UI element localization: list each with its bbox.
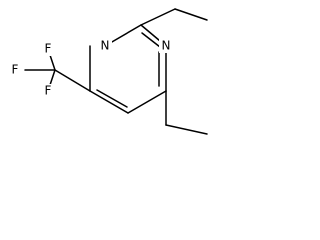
nitrogen-label-n1: N [101,39,110,53]
bond-c5-c6 [89,90,129,114]
atom-labels: N N F F F [8,39,173,98]
bond-c6-cf3-c [54,69,91,92]
bond-methoxy-o-ch3-lower [165,124,208,135]
bond-c4-c5 [127,90,167,114]
fluorine-label-2: F [12,63,19,77]
molecule-structure-diagram: N N F F F [8,8,208,135]
bond-methoxy-o-ch3 [174,8,208,21]
nitrogen-label-n3: N [162,39,171,53]
substituents [24,8,208,135]
double-bond-c2-n3 [141,32,161,48]
fluorine-label-1: F [45,42,52,56]
fluorine-label-3: F [45,84,52,98]
double-bond-c5-c6 [96,89,128,108]
pyrimidine-ring [89,24,167,114]
bond-c2-methoxy-o [140,8,176,26]
